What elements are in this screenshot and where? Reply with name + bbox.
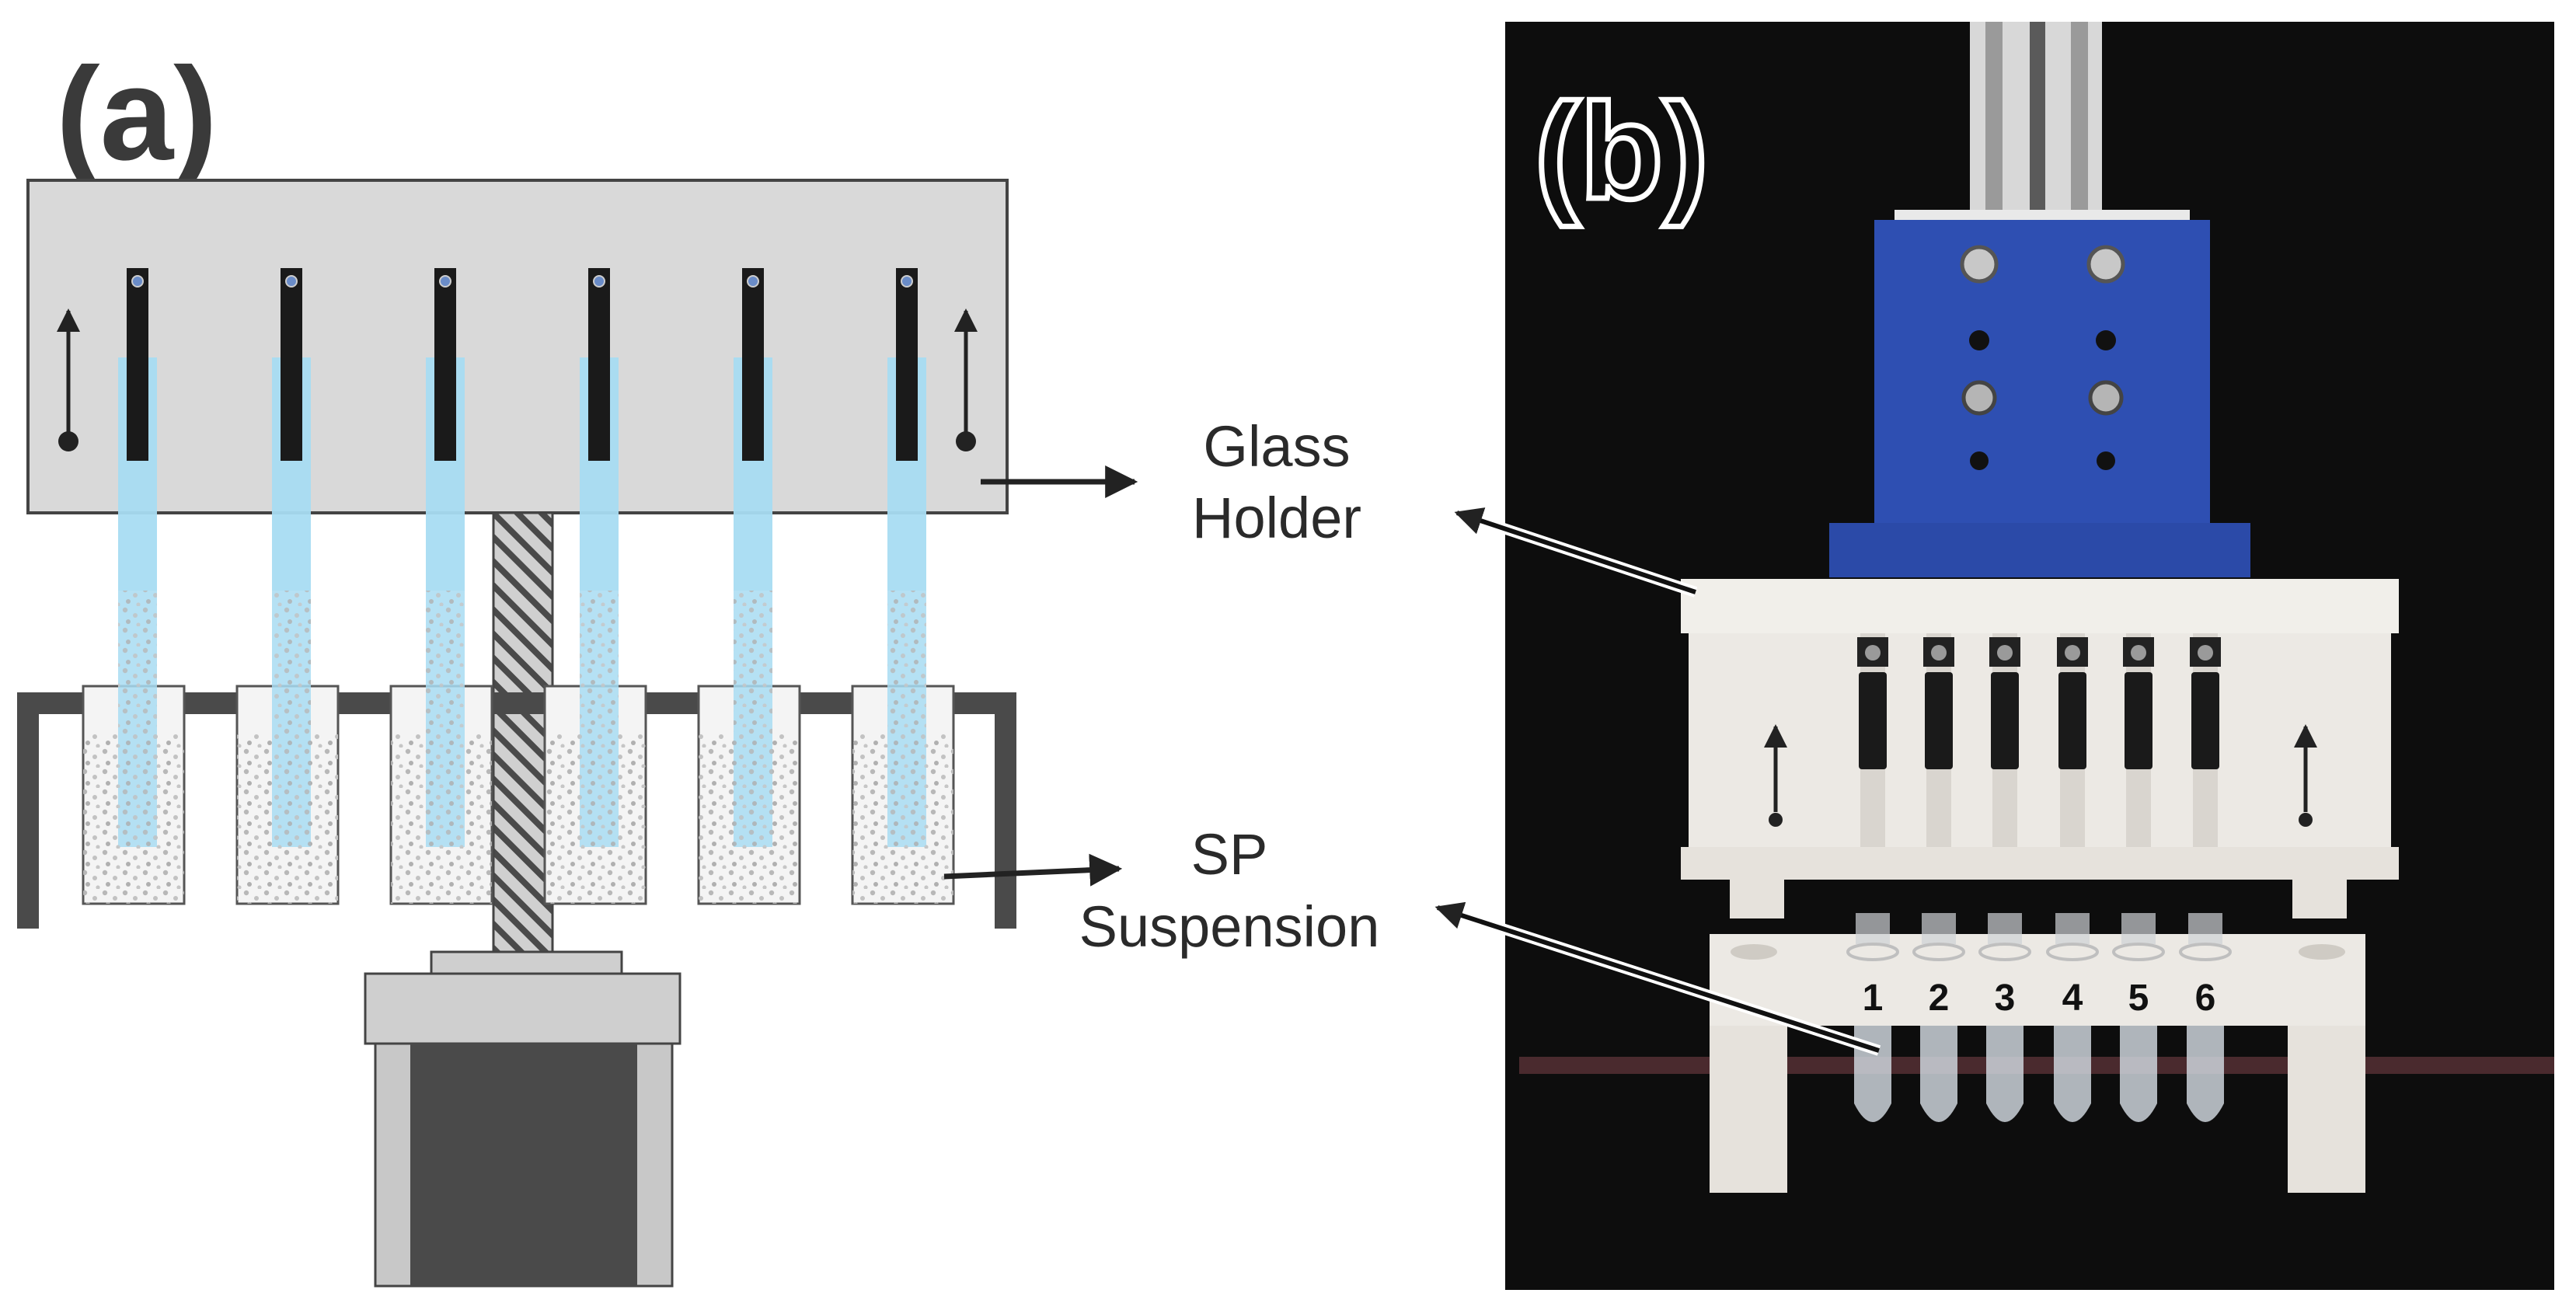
coated-region [887, 591, 926, 847]
holder-slot [1923, 633, 1954, 847]
glass-holder-label: Glass [1203, 414, 1350, 479]
tube-rim [1846, 943, 1899, 961]
coated-region [118, 591, 157, 847]
coated-region [426, 591, 465, 847]
centrifuge-tube [2179, 913, 2232, 1122]
black-clamp [1925, 672, 1953, 769]
screw-icon [1931, 645, 1947, 660]
centrifuge-tube [1912, 913, 1965, 1122]
glass-slide-assembly [851, 268, 955, 905]
tube-body [1920, 1026, 1957, 1122]
tube-number: 4 [2062, 978, 2083, 1019]
glass-slide-assembly [543, 268, 647, 905]
tube-rack-frame [17, 692, 1016, 929]
tubes-group [1846, 913, 2232, 1122]
screw-icon [1865, 645, 1881, 660]
up-arrow-icon [954, 308, 978, 451]
clamp [434, 268, 456, 461]
clamp [896, 268, 918, 461]
tube-number: 3 [1995, 978, 2016, 1019]
panel-a-schematic: (a) [17, 40, 1138, 1288]
clamp [281, 268, 302, 461]
tube-number: 6 [2195, 978, 2216, 1019]
vertical-rail [1970, 22, 2102, 232]
panel-b-label: (b) [1535, 76, 1708, 228]
centrifuge-tube [2112, 913, 2165, 1122]
tube-rack-stand [1519, 934, 2554, 1193]
glass-holder-label: Holder [1192, 486, 1361, 550]
holder-slot [2057, 633, 2088, 847]
tube-top [1922, 913, 1956, 944]
screw-icon [2198, 645, 2213, 660]
sp-suspension-label: Suspension [1079, 894, 1380, 959]
centrifuge-tube [1978, 913, 2031, 1122]
tube-top [2121, 913, 2156, 944]
panel-a-label: (a) [56, 40, 218, 188]
coated-region [272, 591, 311, 847]
callout-labels: Glass Holder SP Suspension [1079, 414, 1380, 959]
glass-slides-group [82, 268, 955, 905]
sp-suspension-label: SP [1191, 822, 1268, 887]
sp-suspension-pointer [1434, 901, 1881, 1056]
tube-top [1856, 913, 1890, 944]
holder-slot [1989, 633, 2020, 847]
lead-screw [492, 511, 554, 953]
holder-slot [2190, 633, 2221, 847]
panel-b-photo: 1 2 3 4 5 6 (b) [1434, 22, 2554, 1290]
screw-icon [747, 275, 759, 288]
screw-icon [1997, 645, 2013, 660]
blue-bracket [1829, 210, 2250, 577]
screw-icon [901, 275, 913, 288]
stepper-motor [364, 950, 681, 1288]
tube-top [2188, 913, 2222, 944]
tube-top [2055, 913, 2090, 944]
coated-region [734, 591, 772, 847]
clamp [588, 268, 610, 461]
up-arrow-icon [57, 308, 80, 451]
centrifuge-tube [2046, 913, 2099, 1122]
tube-body [2187, 1026, 2224, 1122]
clamp [127, 268, 148, 461]
sp-suspension-pointer [943, 853, 1123, 887]
tube-number: 1 [1863, 978, 1884, 1019]
glass-slide-assembly [82, 268, 186, 905]
glass-holder-block [26, 179, 1009, 514]
tube-top [1988, 913, 2022, 944]
glass-slide-assembly [697, 268, 801, 905]
glass-slide-assembly [235, 268, 340, 905]
holder-slots-group [1857, 633, 2221, 847]
tube-rim [2179, 943, 2232, 961]
screw-icon [593, 275, 605, 288]
tube-body [2054, 1026, 2091, 1122]
tube-rim [1978, 943, 2031, 961]
clamp [742, 268, 764, 461]
screw-icon [131, 275, 144, 288]
white-holder [1681, 579, 2399, 918]
black-clamp [2058, 672, 2086, 769]
holder-slot [1857, 633, 1888, 847]
tube-number: 2 [1929, 978, 1950, 1019]
black-clamp [2125, 672, 2152, 769]
glass-holder-pointer [1454, 507, 1698, 598]
screw-icon [2131, 645, 2146, 660]
tube-rim [1912, 943, 1965, 961]
black-clamp [1859, 672, 1887, 769]
tube-numbers: 1 2 3 4 5 6 [1863, 978, 2216, 1019]
screw-icon [439, 275, 451, 288]
glass-slide-assembly [389, 268, 493, 905]
black-clamp [2191, 672, 2219, 769]
up-arrow-icon [1764, 724, 1787, 827]
black-clamp [1991, 672, 2019, 769]
tube-rim [2046, 943, 2099, 961]
screw-icon [285, 275, 298, 288]
coated-region [580, 591, 619, 847]
tube-body [1986, 1026, 2024, 1122]
holder-slot [2123, 633, 2154, 847]
screw-icon [2065, 645, 2080, 660]
tube-rim [2112, 943, 2165, 961]
tube-number: 5 [2128, 978, 2149, 1019]
up-arrow-icon [2294, 724, 2317, 827]
tube-body [2120, 1026, 2157, 1122]
